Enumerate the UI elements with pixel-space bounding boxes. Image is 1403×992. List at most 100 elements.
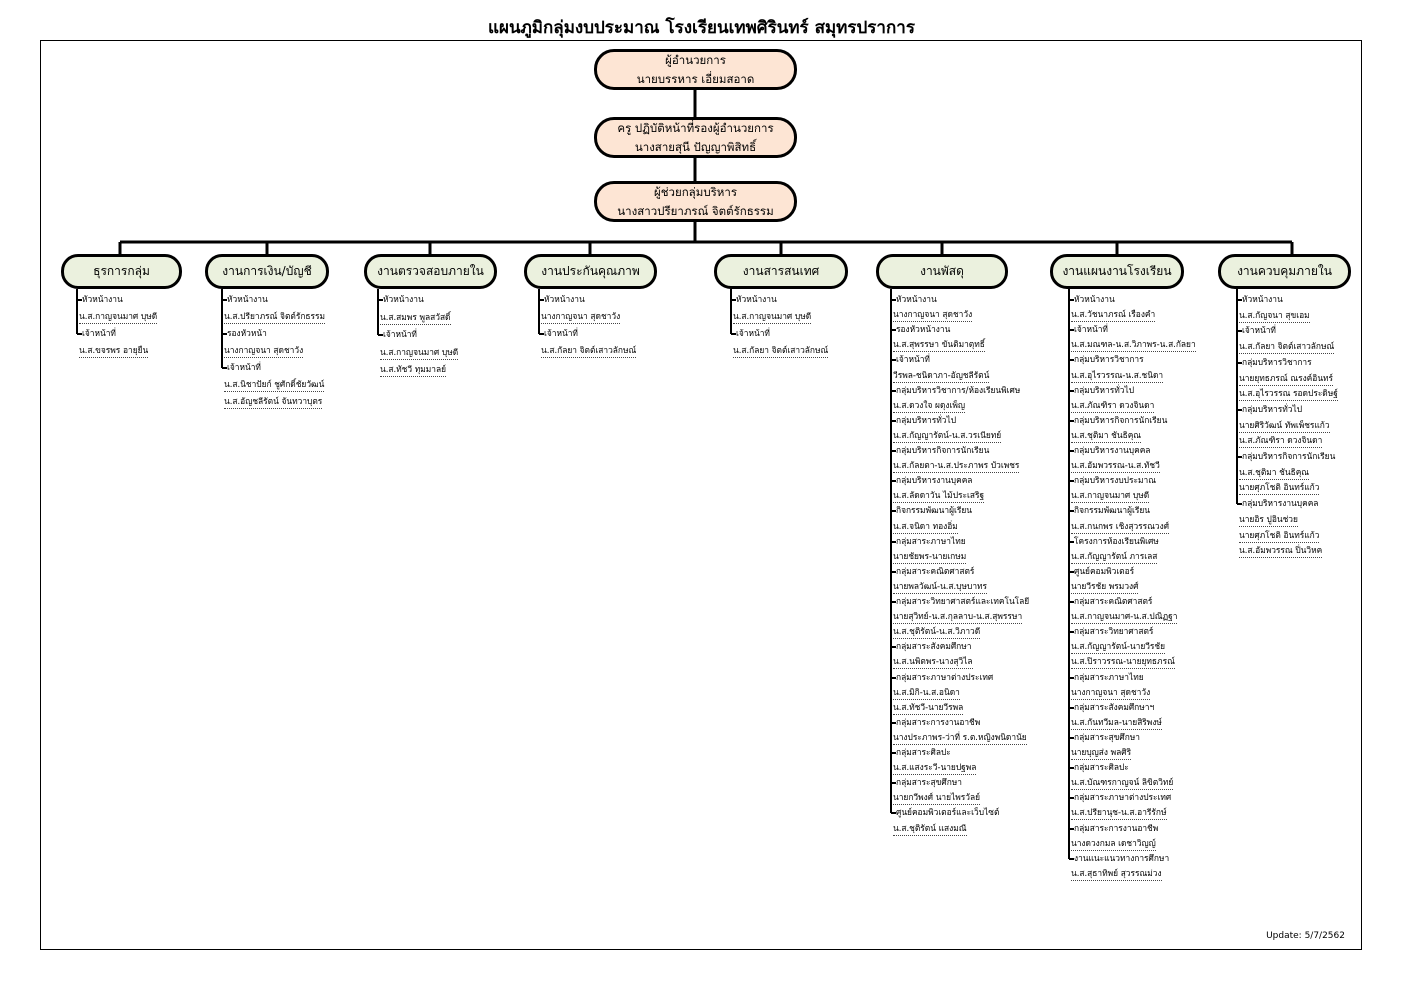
role-label: กลุ่มบริหารงานบุคคล [1074,445,1151,455]
role-label: กลุ่มสาระวิทยาศาสตร์ [1074,626,1154,636]
assistant-name: นางสาวปรียาภรณ์ จิตต์รักธรรม [617,203,774,218]
dept-planning: งานแผนงานโรงเรียน [1050,254,1184,289]
role-label: กลุ่มสาระวิทยาศาสตร์และเทคโนโลยี [896,596,1030,606]
staff-name: น.ส.นิชาปัยก์ ชูศักดิ์ชัยวัฒน์ [224,379,325,392]
role-label: กลุ่มบริหารทั่วไป [896,415,957,425]
role-label: กลุ่มบริหารกิจการนักเรียน [896,445,990,455]
staff-name: น.ส.กาญจนมาศ-น.ส.ปณิฏฐา [1071,611,1178,624]
staff-name: นายศิริวัฒน์ ทัพเพ็ชรแก้ว [1239,420,1330,433]
staff-name: นางดวงกมล เดชาวิญญ์ [1071,838,1156,851]
role-label: หัวหน้างาน [1074,294,1115,304]
role-label: กลุ่มสาระคณิตศาสตร์ [896,566,975,576]
staff-name: น.ส.ชุติมา ชันธิคุณ [1071,430,1142,443]
staff-name: นายยุทธภรณ์ ณรงค์อินทร์ [1239,373,1334,386]
deputy-director-name: นางสายสุนี ปัญญาพิสิทธิ์ [634,139,757,154]
staff-name: นายวีรชัย พรมวงศ์ [1071,581,1139,594]
staff-name: น.ส.มิกิ-น.ส.อนิดา [893,687,960,700]
role-label: เจ้าหน้าที่ [383,329,417,339]
role-label: เจ้าหน้าที่ [82,328,116,338]
role-label: กิจกรรมพัฒนาผู้เรียน [1074,505,1150,515]
director-box: ผู้อำนวยการ นายบรรหาร เอี่ยมสอาด [594,49,797,90]
staff-name: น.ส.ปรียาภรณ์ จิตต์รักธรรม [224,311,326,324]
staff-name: น.ส.กันทวีมล-นายสิริพงษ์ [1071,717,1162,730]
role-label: หัวหน้างาน [383,294,424,304]
assistant-box: ผู้ช่วยกลุ่มบริหาร นางสาวปรียาภรณ์ จิตต์… [594,181,797,222]
staff-name: นายกวีพงศ์ นายไพรวัลย์ [893,792,981,805]
role-label: หัวหน้างาน [1242,294,1283,304]
staff-name: น.ส.กาญจนมาศ บุษดี [79,311,158,324]
staff-name: น.ส.ชุติมา ชันธิคุณ [1239,467,1310,480]
staff-name: น.ส.ชุติรัตน์-น.ส.วิภาวดี [893,626,981,639]
role-label: กลุ่มบริหารกิจการนักเรียน [1242,451,1336,461]
staff-name: น.ส.อุไรวรรณ-น.ส.ชนิดา [1071,370,1164,383]
staff-name: น.ส.อัมพวรรณ-น.ส.ทัชวี [1071,460,1160,473]
staff-name: น.ส.ดวงใจ ผดุงเพ็ญ [893,400,966,413]
role-label: กลุ่มสาระภาษาต่างประเทศ [896,672,994,682]
staff-name: น.ส.กนกพร เชิงสุวรรณวงศ์ [1071,521,1170,534]
role-label: ศูนย์คอมพิวเตอร์และเว็บไซต์ [896,807,1000,817]
role-label: กลุ่มสาระภาษาไทย [896,536,966,546]
page-title: แผนภูมิกลุ่มงบประมาณ โรงเรียนเทพศิรินทร์… [488,18,915,38]
staff-name: น.ส.กัญญารัตน์ ภารเลส [1071,551,1158,564]
staff-name: น.ส.บัณฑรกาญจน์ ลิขิตวิทย์ [1071,777,1174,790]
dept-internal-control: งานควบคุมภายใน [1218,254,1351,289]
staff-name: น.ส.กัญญารัตน์-น.ส.วรเนียทย์ [893,430,1002,443]
staff-name: นายสุวิทย์-น.ส.กุลลาบ-น.ส.สุพรรษา [893,611,1023,624]
role-label: ศูนย์คอมพิวเตอร์ [1074,566,1135,576]
staff-name: น.ส.วัชนาภรณ์ เรืองคำ [1071,309,1156,322]
staff-name: น.ส.สุธาทิพย์ สุวรรณม่วง [1071,868,1162,881]
staff-name: น.ส.ทัชวี-นายวีรพล [893,702,964,715]
staff-name: น.ส.อัญชลีรัตน์ จันทวาบุตร [224,396,323,409]
role-label: หัวหน้างาน [896,294,937,304]
role-label: กลุ่มบริหารทั่วไป [1074,385,1135,395]
role-label: เจ้าหน้าที่ [896,354,930,364]
staff-name: น.ส.สุพรรษา ขันติมาตุทธิ์ [893,339,985,352]
role-label: กิจกรรมพัฒนาผู้เรียน [896,505,972,515]
staff-name: นางกาญจนา สุดชาวัง [224,345,304,358]
assistant-title: ผู้ช่วยกลุ่มบริหาร [653,184,738,199]
staff-name: นายอิร ปูอินช่วย [1239,514,1298,527]
role-label: กลุ่มสาระภาษาต่างประเทศ [1074,792,1172,802]
role-label: กลุ่มสาระภาษาไทย [1074,672,1144,682]
staff-name: น.ส.กัลยตา-น.ส.ประภาพร บัวเพชร [893,460,1020,473]
staff-name: น.ส.กัลยา จิตต์เสาวลักษณ์ [1239,341,1335,354]
role-label: กลุ่มบริหารวิชาการ [1242,357,1312,367]
staff-name: นายศุภโชติ อินทร์แก้ว [1239,482,1320,495]
role-label: กลุ่มบริหารทั่วไป [1242,404,1303,414]
role-label: กลุ่มสาระการงานอาชีพ [896,717,981,727]
role-label: เจ้าหน้าที่ [1074,324,1108,334]
staff-name: นางกาญจนา สุดชาวัง [893,309,973,322]
role-label: งานแนะแนวทางการศึกษา [1074,853,1170,863]
role-label: กลุ่มสาระศิลปะ [896,747,951,757]
role-label: กลุ่มบริหารงานบุคคล [1242,498,1319,508]
staff-name: น.ส.อุไรวรรณ รอดประดิษฐ์ [1239,388,1338,401]
staff-name: นายพลวัฒน์-น.ส.บุษบาทร [893,581,988,594]
staff-name: น.ส.แสงระวี-นายปฐพล [893,762,977,775]
staff-name: น.ส.ภัณฑิรา ดวงจินดา [1239,435,1323,448]
staff-name: นายศุภโชติ อินทร์แก้ว [1239,530,1320,543]
role-label: กลุ่มสาระคณิตศาสตร์ [1074,596,1153,606]
staff-name: น.ส.ปรียานุช-น.ส.อารีรักษ์ [1071,807,1167,820]
role-label: เจ้าหน้าที่ [736,328,770,338]
staff-name: น.ส.ขจรพร อายุยืน [79,345,149,358]
role-label: หัวหน้างาน [544,294,585,304]
staff-name: น.ส.นพิตพร-นางสุวิไล [893,656,973,669]
dept-admin-office: ธุรการกลุ่ม [61,254,182,289]
staff-name: น.ส.กาญจนมาศ บุษดี [380,347,459,360]
dept-audit: งานตรวจสอบภายใน [364,254,497,289]
role-label: รองหัวหน้างาน [896,324,951,334]
role-label: กลุ่มสาระสังคมศึกษา [896,641,972,651]
staff-name: น.ส.ปิราวรรณ-นายยุทธภรณ์ [1071,656,1175,669]
deputy-director-box: ครู ปฏิบัติหน้าที่รองผู้อำนวยการ นางสายส… [594,117,797,158]
role-label: เจ้าหน้าที่ [227,362,261,372]
staff-name: น.ส.ลัดดาวัน ไม้ประเสริฐ [893,490,985,503]
role-label: กลุ่มบริหารงบประมาณ [1074,475,1156,485]
role-label: กลุ่มสาระศิลปะ [1074,762,1129,772]
dept-supplies: งานพัสดุ [876,254,1008,289]
role-label: กลุ่มสาระการงานอาชีพ [1074,823,1159,833]
role-label: กลุ่มบริหารงานบุคคล [896,475,973,485]
staff-name: น.ส.กาญจนมาศ บุษดี [1071,490,1150,503]
dept-quality: งานประกันคุณภาพ [524,254,657,289]
staff-name: น.ส.กัญญารัตน์-นายวีรชัย [1071,641,1166,654]
